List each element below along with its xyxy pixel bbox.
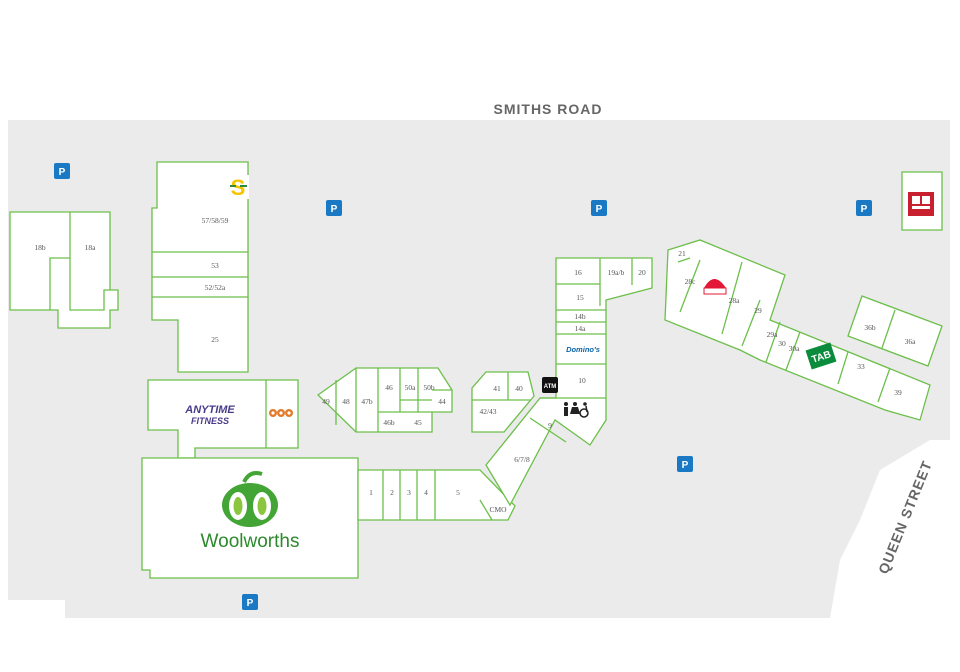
parking-icon: P (326, 200, 342, 216)
building-woolworths: Woolworths (141, 457, 359, 579)
unit-label: 4 (424, 488, 428, 497)
toilets-accessible-icon (564, 402, 589, 418)
unit-label: 29a (767, 330, 779, 339)
parking-icon: P (856, 200, 872, 216)
dominos-logo: Domino's (566, 345, 600, 354)
anytime-fitness-logo: ANYTIME (184, 404, 235, 416)
building-north-east-store (901, 171, 943, 231)
unit-label: 52/52a (205, 283, 226, 292)
parking-icon: P (54, 163, 70, 179)
unit-label: 25 (211, 335, 219, 344)
unit-label: 16 (574, 268, 582, 277)
svg-text:P: P (682, 460, 689, 471)
unit-label: 36a (905, 337, 917, 346)
unit-label: 36b (864, 323, 876, 332)
unit-label: 2 (390, 488, 394, 497)
unit-label: 44 (438, 397, 446, 406)
unit-label: 20 (638, 268, 646, 277)
svg-text:P: P (331, 204, 338, 215)
unit-label: 9 (548, 421, 552, 430)
building-north-east-36: 36b 36a (847, 295, 943, 367)
unit-label: 39 (894, 388, 902, 397)
unit-label: 19a/b (608, 268, 625, 277)
svg-text:P: P (59, 167, 66, 178)
building-north-west: 57/58/59 53 52/52a 25 S (151, 161, 249, 373)
parking-icon: P (242, 594, 258, 610)
unit-label: 46 (385, 383, 393, 392)
unit-label: 33 (857, 362, 865, 371)
unit-label: 30 (778, 339, 786, 348)
building-east-wing: 21 28c 28a 29 29a 30 30a 33 39 TAB (664, 239, 931, 421)
unit-label: 42/43 (479, 407, 496, 416)
red-sign-icon (908, 192, 934, 216)
unit-label: 53 (211, 261, 219, 270)
chemist-icon (268, 406, 294, 420)
unit-label: 18b (34, 243, 46, 252)
unit-label: 50b (423, 383, 435, 392)
tab-logo: TAB (805, 342, 837, 370)
building-central-island: 49 48 47b 46 50a 50b 44 46b 45 (316, 367, 453, 433)
svg-text:ATM: ATM (544, 384, 557, 390)
atm-icon: ATM (542, 377, 558, 393)
unit-label: 41 (493, 384, 501, 393)
svg-text:S: S (231, 175, 246, 200)
unit-label: 47b (361, 397, 373, 406)
unit-label: 14a (575, 324, 587, 333)
unit-label: 46b (383, 418, 395, 427)
woolworths-logo: Woolworths (201, 531, 300, 552)
parking-icon: P (591, 200, 607, 216)
unit-label: 6/7/8 (514, 455, 530, 464)
unit-label: 28a (729, 296, 741, 305)
svg-text:P: P (861, 204, 868, 215)
unit-label: CMO (489, 505, 507, 514)
unit-label: 21 (678, 249, 686, 258)
unit-label: 14b (574, 312, 586, 321)
unit-label: 57/58/59 (202, 216, 229, 225)
unit-label: 18a (85, 243, 97, 252)
unit-label: 30a (789, 344, 801, 353)
unit-label: 49 (322, 397, 330, 406)
woolworths-logo-icon (222, 471, 278, 527)
subway-icon: S (227, 175, 249, 200)
unit-label: 15 (576, 293, 584, 302)
unit-label: 40 (515, 384, 523, 393)
svg-text:P: P (247, 598, 254, 609)
svg-text:P: P (596, 204, 603, 215)
building-mall-strip: 1 2 3 4 5 CMO (357, 469, 516, 521)
unit-label: 50a (405, 383, 417, 392)
parking-icon: P (677, 456, 693, 472)
pizza-hut-icon (703, 279, 727, 295)
unit-label: 28c (685, 277, 697, 286)
unit-label: 48 (342, 397, 350, 406)
street-name-smiths-road: SMITHS ROAD (494, 101, 603, 117)
unit-label: 10 (578, 376, 586, 385)
anytime-fitness-logo-sub: FITNESS (191, 416, 229, 426)
building-west: 18b 18a (9, 211, 119, 329)
unit-label: 5 (456, 488, 460, 497)
unit-label: 29 (754, 306, 762, 315)
building-central-arcade: 16 19a/b 20 15 14b 14a Domino's 10 9 6/7… (485, 257, 653, 507)
street-name-queen-street: QUEEN STREET (875, 458, 935, 576)
unit-label: 3 (407, 488, 411, 497)
building-kiosk: 41 40 42/43 (471, 371, 535, 433)
unit-label: 45 (414, 418, 422, 427)
unit-label: 1 (369, 488, 373, 497)
